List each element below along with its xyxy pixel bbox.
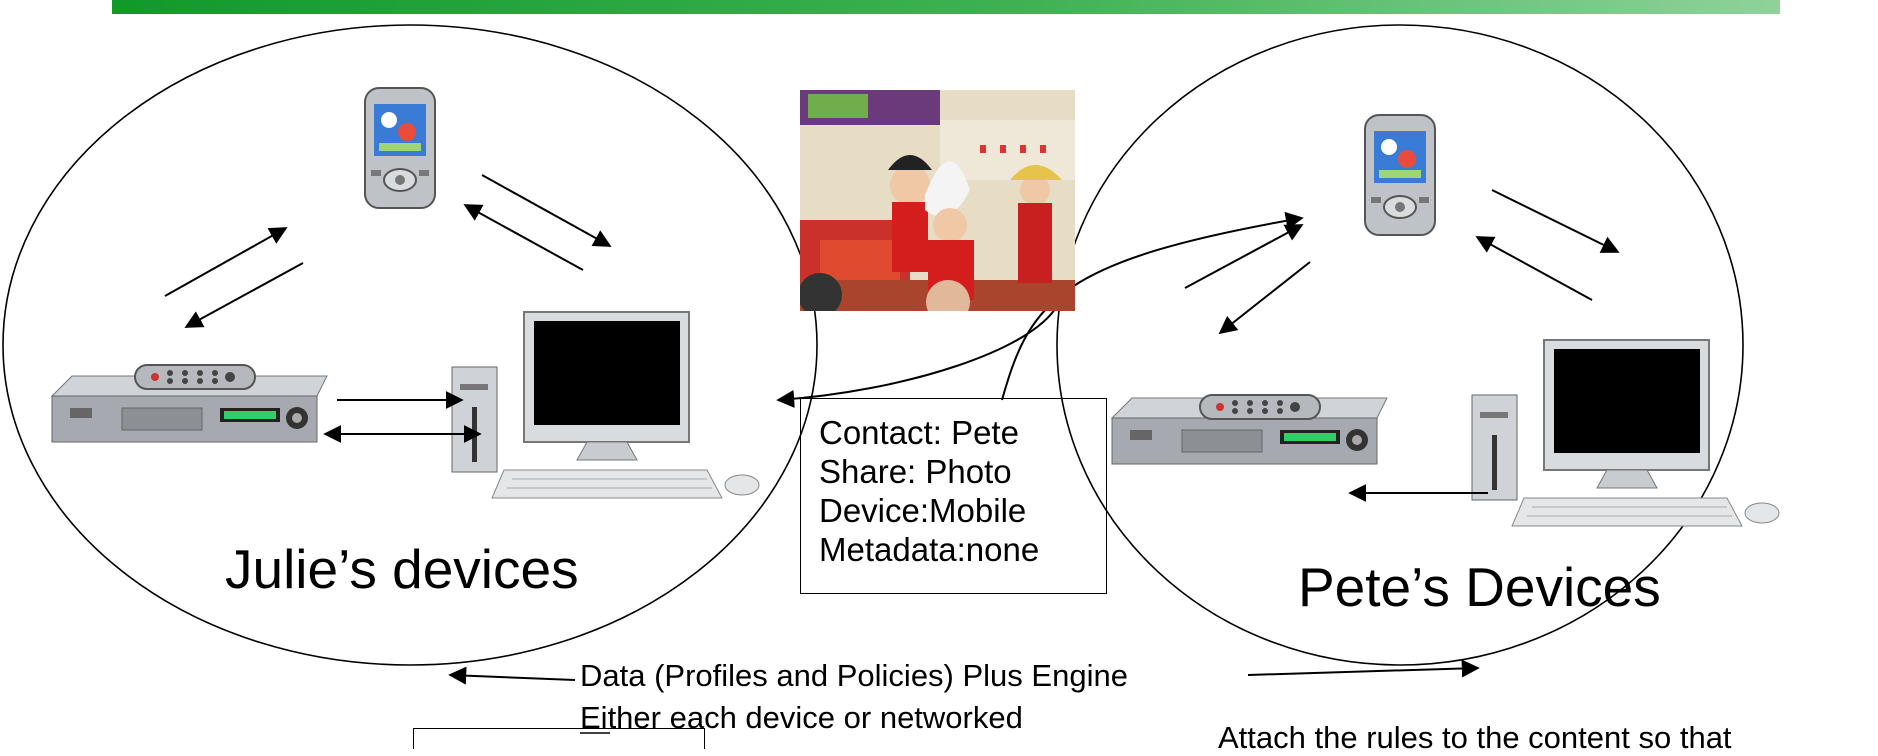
julie-mobile-phone-icon	[364, 87, 436, 209]
info-device: Device:Mobile	[819, 492, 1027, 529]
julie-arrow-stb-to-phone	[164, 227, 288, 297]
diagram-canvas	[2, 24, 1780, 734]
julie-arrow-pc-to-phone	[463, 204, 584, 271]
info-contact: Contact: Pete	[819, 414, 1019, 451]
julie-arrow-phone-to-pc	[481, 174, 612, 247]
pete-arrow-stb-to-phone	[1184, 224, 1304, 289]
julie-devices-label: Julie’s devices	[225, 538, 579, 600]
either-networked-text: Either each device or networked	[580, 700, 1023, 735]
info-share: Share: Photo	[819, 453, 1012, 490]
pete-devices-group	[1056, 24, 1744, 666]
top-accent-bar	[112, 0, 1780, 14]
share-info-box: Contact: Pete Share: Photo Device:Mobile…	[800, 398, 1107, 594]
pete-desktop-computer-icon	[1471, 339, 1780, 527]
pete-mobile-phone-icon	[1364, 114, 1436, 236]
info-metadata: Metadata:none	[819, 531, 1040, 568]
data-arrow-right	[1247, 659, 1480, 678]
julie-devices-group	[2, 24, 818, 666]
data-profiles-policies-text: Data (Profiles and Policies) Plus Engine	[580, 658, 1128, 693]
shared-photo-image	[800, 90, 1075, 311]
pete-arrow-pc-to-phone	[1475, 236, 1593, 301]
share-flow-curve-to-julie-pc	[776, 299, 1061, 408]
pete-remote-control-icon	[1199, 394, 1321, 420]
pete-arrow-phone-to-stb	[1218, 261, 1311, 335]
data-arrow-left	[448, 666, 576, 685]
pete-devices-label: Pete’s Devices	[1298, 556, 1661, 618]
julie-remote-control-icon	[134, 364, 256, 390]
julie-arrow-phone-to-stb	[184, 262, 304, 328]
pete-arrow-phone-to-pc	[1491, 189, 1620, 253]
partial-box	[413, 728, 705, 749]
julie-desktop-computer-icon	[451, 311, 760, 499]
attach-rules-text: Attach the rules to the content so that	[1218, 720, 1732, 755]
